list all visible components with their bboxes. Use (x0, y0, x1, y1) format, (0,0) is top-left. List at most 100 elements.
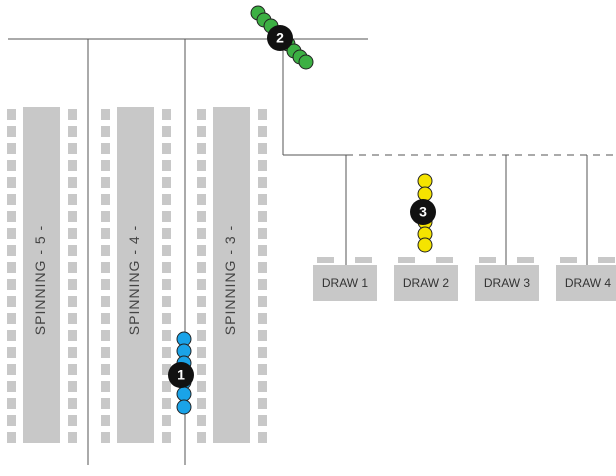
spindle-block (258, 211, 267, 222)
spindle-block (101, 109, 110, 120)
spindle-block (101, 398, 110, 409)
draw-frame-body (475, 265, 539, 301)
spindle-block (7, 109, 16, 120)
spindle-block (7, 432, 16, 443)
spindle-block (68, 432, 77, 443)
spindle-block (68, 262, 77, 273)
spindle-block (197, 313, 206, 324)
bead (417, 237, 433, 253)
spinning-machine: SPINNING - 4 - (101, 107, 171, 443)
spindle-block (101, 211, 110, 222)
spinning-machine-label: SPINNING - 4 - (126, 225, 142, 335)
spindle-block (7, 296, 16, 307)
spindle-block (258, 313, 267, 324)
spindle-block (162, 194, 171, 205)
spindle-block (101, 177, 110, 188)
spindle-block (101, 126, 110, 137)
draw-frame-body (556, 265, 616, 301)
spindle-block (197, 262, 206, 273)
spindle-block (162, 262, 171, 273)
can-block (317, 257, 334, 263)
can-block (598, 257, 615, 263)
spindle-block (68, 126, 77, 137)
spindle-block (68, 381, 77, 392)
spindle-block (162, 228, 171, 239)
spindle-block (7, 347, 16, 358)
spindle-block (68, 245, 77, 256)
spindle-block (258, 245, 267, 256)
spindle-block (258, 109, 267, 120)
spindle-block (162, 313, 171, 324)
spindle-block (258, 228, 267, 239)
spindle-block (7, 364, 16, 375)
spindle-block (7, 228, 16, 239)
spindle-block (7, 245, 16, 256)
spindle-block (197, 347, 206, 358)
marker-1: 1 (168, 331, 194, 415)
marker-number: 2 (276, 30, 284, 46)
spindle-block (162, 126, 171, 137)
draw-frame-label: DRAW 3 (484, 276, 531, 290)
spindle-block (197, 194, 206, 205)
spindle-block (7, 126, 16, 137)
spindle-block (101, 313, 110, 324)
spindle-block (258, 381, 267, 392)
spindle-block (197, 381, 206, 392)
spindle-block (7, 160, 16, 171)
spindle-block (7, 415, 16, 426)
spindle-block (7, 381, 16, 392)
spindle-block (7, 313, 16, 324)
spindle-block (197, 415, 206, 426)
spindle-block (197, 109, 206, 120)
spindle-block (162, 109, 171, 120)
draw-frame-body (313, 265, 377, 301)
can-block (436, 257, 453, 263)
bead (417, 186, 433, 202)
spindle-block (68, 194, 77, 205)
spindle-block (258, 177, 267, 188)
spindle-block (197, 228, 206, 239)
spindle-block (197, 211, 206, 222)
spinning-machine: SPINNING - 3 - (197, 107, 267, 443)
spindle-block (68, 279, 77, 290)
spindle-block (68, 143, 77, 154)
spindle-block (197, 364, 206, 375)
spindle-block (68, 109, 77, 120)
spindle-block (101, 262, 110, 273)
spindle-block (258, 398, 267, 409)
spindle-block (258, 432, 267, 443)
spindle-block (68, 228, 77, 239)
bead (417, 173, 433, 189)
draw-frame: DRAW 4 (556, 257, 616, 301)
spindle-block (258, 194, 267, 205)
can-block (517, 257, 534, 263)
spindle-block (258, 415, 267, 426)
draw-frame-body (394, 265, 458, 301)
spindle-block (162, 177, 171, 188)
draw-frame: DRAW 2 (394, 257, 458, 301)
spindle-block (101, 245, 110, 256)
can-block (560, 257, 577, 263)
draw-frame-label: DRAW 4 (565, 276, 612, 290)
spindle-block (197, 126, 206, 137)
spindle-block (68, 364, 77, 375)
spindle-block (101, 228, 110, 239)
spindle-block (68, 296, 77, 307)
spindle-block (258, 160, 267, 171)
spindle-block (68, 177, 77, 188)
spindle-block (101, 160, 110, 171)
spindle-block (7, 177, 16, 188)
spindle-block (258, 143, 267, 154)
spindle-block (68, 398, 77, 409)
position-markers: 123 (168, 5, 436, 415)
spindle-block (7, 194, 16, 205)
spindle-block (162, 143, 171, 154)
spindle-block (68, 313, 77, 324)
draw-frame: DRAW 3 (475, 257, 539, 301)
spindle-block (162, 432, 171, 443)
spindle-block (101, 143, 110, 154)
spindle-block (68, 415, 77, 426)
spinning-machine: SPINNING - 5 - (7, 107, 77, 443)
